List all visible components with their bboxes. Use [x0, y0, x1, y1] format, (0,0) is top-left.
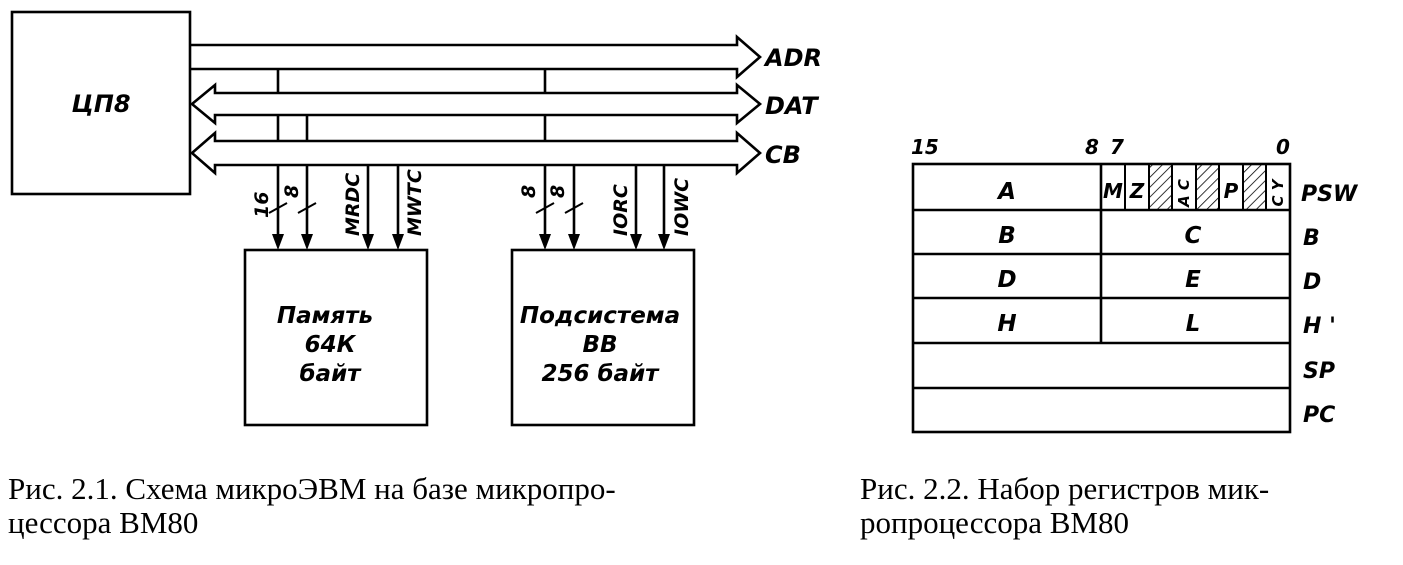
- reserved-flag-hatching: [1149, 164, 1266, 210]
- memory-read-arrowhead: [362, 234, 374, 250]
- memory-data-arrowhead: [301, 234, 313, 250]
- figure-2-1-caption-line-2: цессора ВМ80: [8, 505, 199, 540]
- io-label-line-1: Подсистема: [520, 303, 680, 329]
- bit-label-7: 7: [1110, 135, 1124, 159]
- memory-data-slash: [297, 202, 317, 214]
- io-data-slash: [564, 202, 584, 214]
- register-l: L: [1186, 311, 1201, 337]
- cpu-box: [10, 10, 192, 196]
- cb-bus-label: CB: [765, 141, 801, 169]
- cpu-label: ЦП8: [71, 90, 130, 118]
- memory-write-arrowhead: [392, 234, 404, 250]
- dat-bus-arrow: [189, 82, 763, 126]
- register-name-b: B: [1303, 226, 1320, 251]
- io-write-signal: IOWC: [671, 178, 693, 236]
- register-e: E: [1185, 267, 1201, 293]
- io-write-arrowhead: [658, 234, 670, 250]
- io-data-arrowhead: [568, 234, 580, 250]
- memory-label-line-2: 64К: [305, 332, 357, 358]
- flag-z: Z: [1129, 179, 1145, 203]
- io-read-signal: IORC: [610, 184, 632, 236]
- bit-label-15: 15: [911, 135, 939, 159]
- bit-label-8: 8: [1085, 135, 1099, 159]
- cb-bus-arrow: [190, 130, 762, 176]
- bit-label-0: 0: [1276, 135, 1290, 159]
- figure-2-2-caption: Рис. 2.2. Набор регистров мик- ропроцесс…: [860, 472, 1269, 540]
- flag-p: P: [1224, 179, 1239, 203]
- dat-bus-label: DAT: [765, 92, 819, 120]
- adr-bus-arrow: [190, 34, 762, 80]
- io-addr-slash: [535, 202, 555, 214]
- reserved-flag-cell-5: [1149, 164, 1172, 210]
- reserved-flag-cell-3: [1196, 164, 1219, 210]
- flag-cy: C Y: [1269, 177, 1287, 206]
- register-b: B: [998, 223, 1016, 249]
- register-a: A: [996, 179, 1016, 205]
- register-name-pc: PC: [1303, 403, 1335, 428]
- figure-2-1-arrowheads: [272, 234, 670, 250]
- memory-label-line-1: Память: [277, 303, 373, 329]
- memory-read-signal: MRDC: [342, 173, 364, 236]
- memory-addr-slash: [268, 202, 288, 214]
- memory-data-width: 8: [281, 185, 303, 198]
- io-addr-arrowhead: [539, 234, 551, 250]
- memory-label-line-3: байт: [299, 361, 362, 387]
- figure-2-1-labels: ЦП8 ADR DAT CB 16 8 MRDC MWTC 8 8 IORC I…: [71, 44, 822, 387]
- register-d: D: [997, 267, 1016, 293]
- io-label-line-2: ВВ: [582, 332, 617, 358]
- memory-box: [243, 248, 429, 427]
- memory-write-signal: MWTC: [404, 169, 426, 236]
- figure-2-1: [10, 10, 763, 427]
- register-name-psw: PSW: [1301, 182, 1359, 207]
- figure-2-1-caption: Рис. 2.1. Схема микроЭВМ на базе микропр…: [8, 472, 616, 540]
- register-name-sp: SP: [1303, 359, 1335, 384]
- io-label-line-3: 256 байт: [541, 361, 660, 387]
- flag-ac: A C: [1175, 179, 1193, 208]
- figure-2-1-caption-line-1: Рис. 2.1. Схема микроЭВМ на базе микропр…: [8, 471, 616, 506]
- io-data-width: 8: [547, 185, 569, 198]
- register-name-d: D: [1303, 270, 1321, 295]
- reserved-flag-cell-1: [1243, 164, 1266, 210]
- register-c: C: [1185, 223, 1202, 249]
- figure-2-2-caption-line-1: Рис. 2.2. Набор регистров мик-: [860, 471, 1270, 506]
- register-h: H: [997, 311, 1016, 337]
- io-addr-width: 8: [518, 185, 540, 198]
- figure-2-2: 15 8 7 0 A M Z A C P C Y PSW B C B D E D…: [911, 135, 1359, 434]
- figure-2-2-caption-line-2: ропроцессора ВМ80: [860, 505, 1129, 540]
- flag-m: M: [1103, 179, 1123, 203]
- memory-addr-arrowhead: [272, 234, 284, 250]
- adr-bus-label: ADR: [763, 44, 822, 72]
- io-box: [510, 248, 696, 427]
- register-name-h: H ': [1303, 314, 1336, 339]
- memory-addr-width: 16: [251, 192, 273, 218]
- io-read-arrowhead: [630, 234, 642, 250]
